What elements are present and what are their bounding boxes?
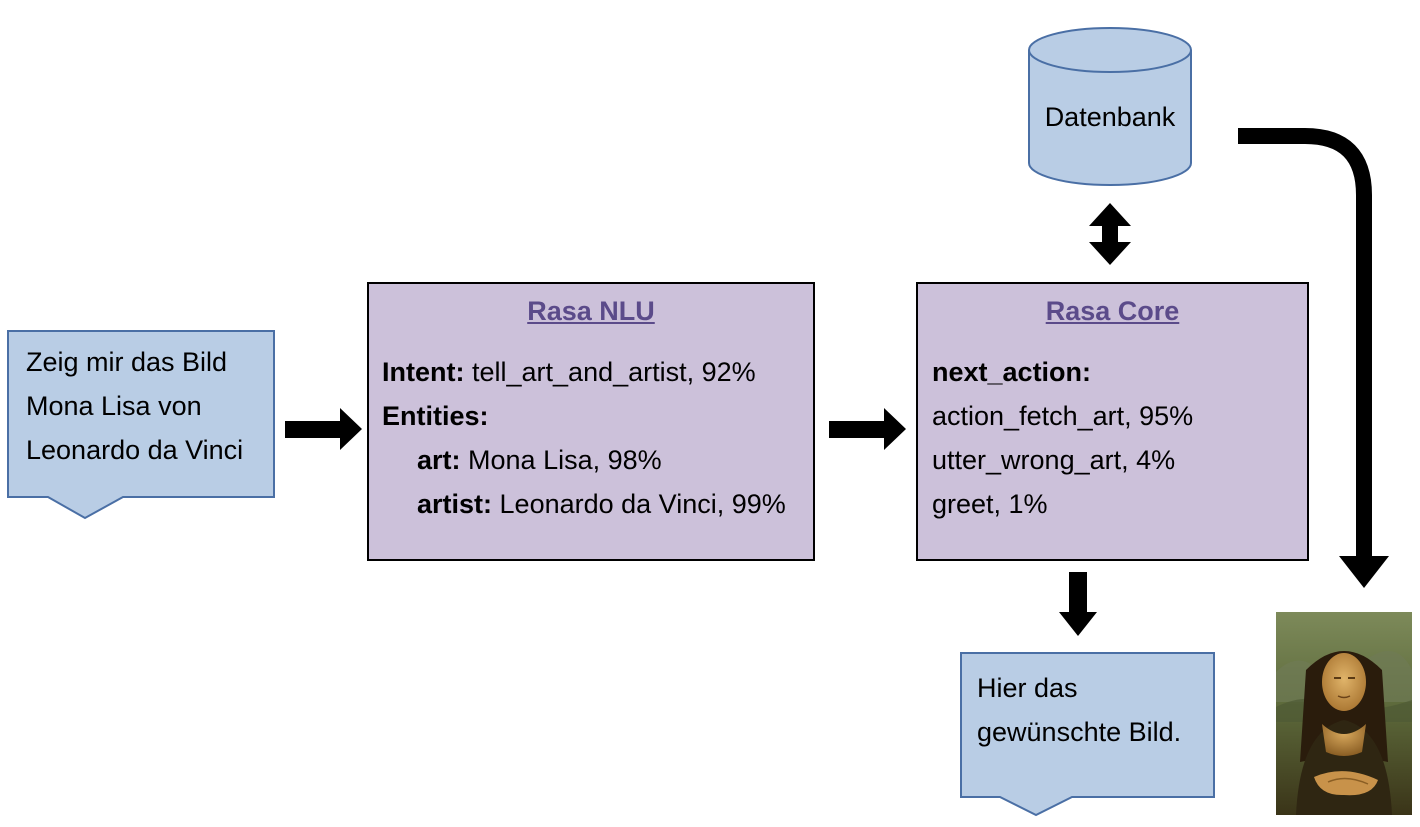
bot-message-line: Hier das: [977, 673, 1078, 703]
user-message-line: Mona Lisa von: [26, 391, 202, 421]
next-action-label: next_action:: [932, 357, 1092, 387]
database-cylinder: [1028, 27, 1192, 186]
entity-artist-label: artist:: [417, 489, 493, 519]
entity-artist-row: artist: Leonardo da Vinci, 99%: [382, 482, 786, 526]
user-message-line: Zeig mir das Bild: [26, 347, 228, 377]
core-content: next_action: action_fetch_art, 95% utter…: [932, 350, 1193, 526]
entity-artist-value: Leonardo da Vinci, 99%: [499, 489, 786, 519]
entity-art-label: art:: [417, 445, 461, 475]
intent-label: Intent:: [382, 357, 465, 387]
bot-message-line: gewünschte Bild.: [977, 717, 1182, 747]
entity-art-row: art: Mona Lisa, 98%: [382, 438, 786, 482]
user-speech-bubble: [7, 330, 275, 520]
entities-label: Entities:: [382, 401, 489, 431]
painting-image: [1276, 612, 1412, 815]
core-action-item: action_fetch_art, 95%: [932, 401, 1194, 431]
intent-value: tell_art_and_artist, 92%: [472, 357, 756, 387]
mona-lisa-painting: [1276, 612, 1412, 815]
rasa-core-title: Rasa Core: [1045, 296, 1180, 326]
arrow-database-to-painting-head: [1339, 556, 1389, 588]
bot-message: Hier das gewünschte Bild.: [977, 666, 1181, 754]
arrow-database-core-bidirectional: [1089, 203, 1131, 265]
arrow-core-to-bot: [1059, 572, 1097, 636]
user-message-line: Leonardo da Vinci: [26, 435, 244, 465]
core-action-item: utter_wrong_art, 4%: [932, 445, 1176, 475]
rasa-core-box: [916, 282, 1309, 561]
core-action-item: greet, 1%: [932, 489, 1048, 519]
nlu-intent-row: Intent: tell_art_and_artist, 92%: [382, 350, 786, 394]
rasa-nlu-title: Rasa NLU: [527, 296, 655, 326]
database-label: Datenbank: [1044, 102, 1176, 132]
nlu-content: Intent: tell_art_and_artist, 92% Entitie…: [382, 350, 786, 526]
rasa-nlu-box: [367, 282, 815, 561]
arrow-nlu-to-core: [829, 408, 906, 450]
arrow-user-to-nlu: [285, 408, 362, 450]
entity-art-value: Mona Lisa, 98%: [468, 445, 662, 475]
bot-speech-bubble: [960, 652, 1215, 817]
arrow-database-to-painting: [1238, 128, 1372, 558]
user-message: Zeig mir das Bild Mona Lisa von Leonardo…: [26, 340, 243, 472]
